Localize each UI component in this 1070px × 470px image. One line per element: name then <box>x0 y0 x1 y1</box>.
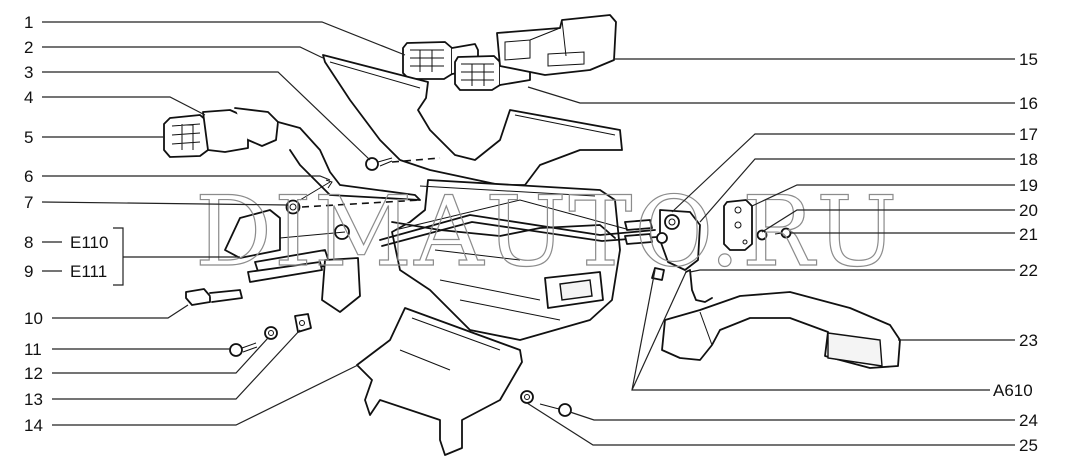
part-lower-cover-14 <box>356 307 523 456</box>
callout-17: 17 <box>1019 125 1038 144</box>
callout-9-variant: E111 <box>70 262 107 281</box>
callout-18: 18 <box>1019 150 1038 169</box>
leader-lines-right <box>526 58 1015 446</box>
part-duct-15 <box>496 14 617 76</box>
part-curved-duct-23 <box>661 291 901 369</box>
part-clip-nut-13 <box>294 313 312 333</box>
callout-1: 1 <box>24 13 33 32</box>
callout-8: 8 <box>24 233 33 252</box>
part-washer-25 <box>520 390 534 404</box>
part-screw-11 <box>229 342 258 357</box>
callout-21: 21 <box>1019 225 1038 244</box>
part-valve-bracket-8-9 <box>224 209 361 313</box>
callout-5: 5 <box>24 128 33 147</box>
part-washer-20 <box>756 229 768 241</box>
callout-8-variant: E110 <box>70 233 108 252</box>
callouts-left: 1 2 3 4 5 6 7 8 E110 9 E111 10 11 12 13 … <box>24 13 108 435</box>
part-screw-3 <box>365 157 393 171</box>
part-left-vent-5 <box>163 114 209 158</box>
part-left-duct-4 <box>202 107 421 201</box>
assembly-arrow-3 <box>391 157 441 163</box>
callout-6: 6 <box>24 167 33 186</box>
callout-7: 7 <box>24 193 33 212</box>
callout-10: 10 <box>24 309 43 328</box>
callout-13: 13 <box>24 390 43 409</box>
callout-3: 3 <box>24 63 33 82</box>
callout-9: 9 <box>24 262 33 281</box>
callout-19: 19 <box>1019 176 1038 195</box>
callout-11: 11 <box>24 340 42 359</box>
part-valve-flange-17-18 <box>624 209 701 271</box>
part-nut-7 <box>285 199 301 215</box>
assembly-arrow-6 <box>299 179 333 201</box>
callout-4: 4 <box>24 88 33 107</box>
callout-23: 23 <box>1019 331 1038 350</box>
callout-25: 25 <box>1019 436 1038 455</box>
callout-16: 16 <box>1019 94 1038 113</box>
part-heater-housing <box>379 179 658 341</box>
callouts-right: 15 16 17 18 19 20 21 22 23 A610 24 25 <box>993 50 1038 455</box>
part-screw-24 <box>539 403 572 417</box>
assembly-arrow-7 <box>301 199 421 208</box>
callout-2: 2 <box>24 38 33 57</box>
part-clip-22 <box>651 267 713 303</box>
callout-12: 12 <box>24 364 43 383</box>
callout-20: 20 <box>1019 201 1038 220</box>
callout-15: 15 <box>1019 50 1038 69</box>
leader-lines-left <box>41 21 406 426</box>
callout-22: 22 <box>1019 261 1038 280</box>
part-connector-10 <box>185 288 243 306</box>
callout-14: 14 <box>24 416 43 435</box>
part-gasket-19 <box>723 199 753 251</box>
callout-a610: A610 <box>993 381 1033 400</box>
part-duct-cover-2 <box>322 54 623 186</box>
part-washer-12 <box>264 326 278 340</box>
callout-24: 24 <box>1019 411 1038 430</box>
watermark-text: DIMAUTO.RU <box>195 176 899 288</box>
